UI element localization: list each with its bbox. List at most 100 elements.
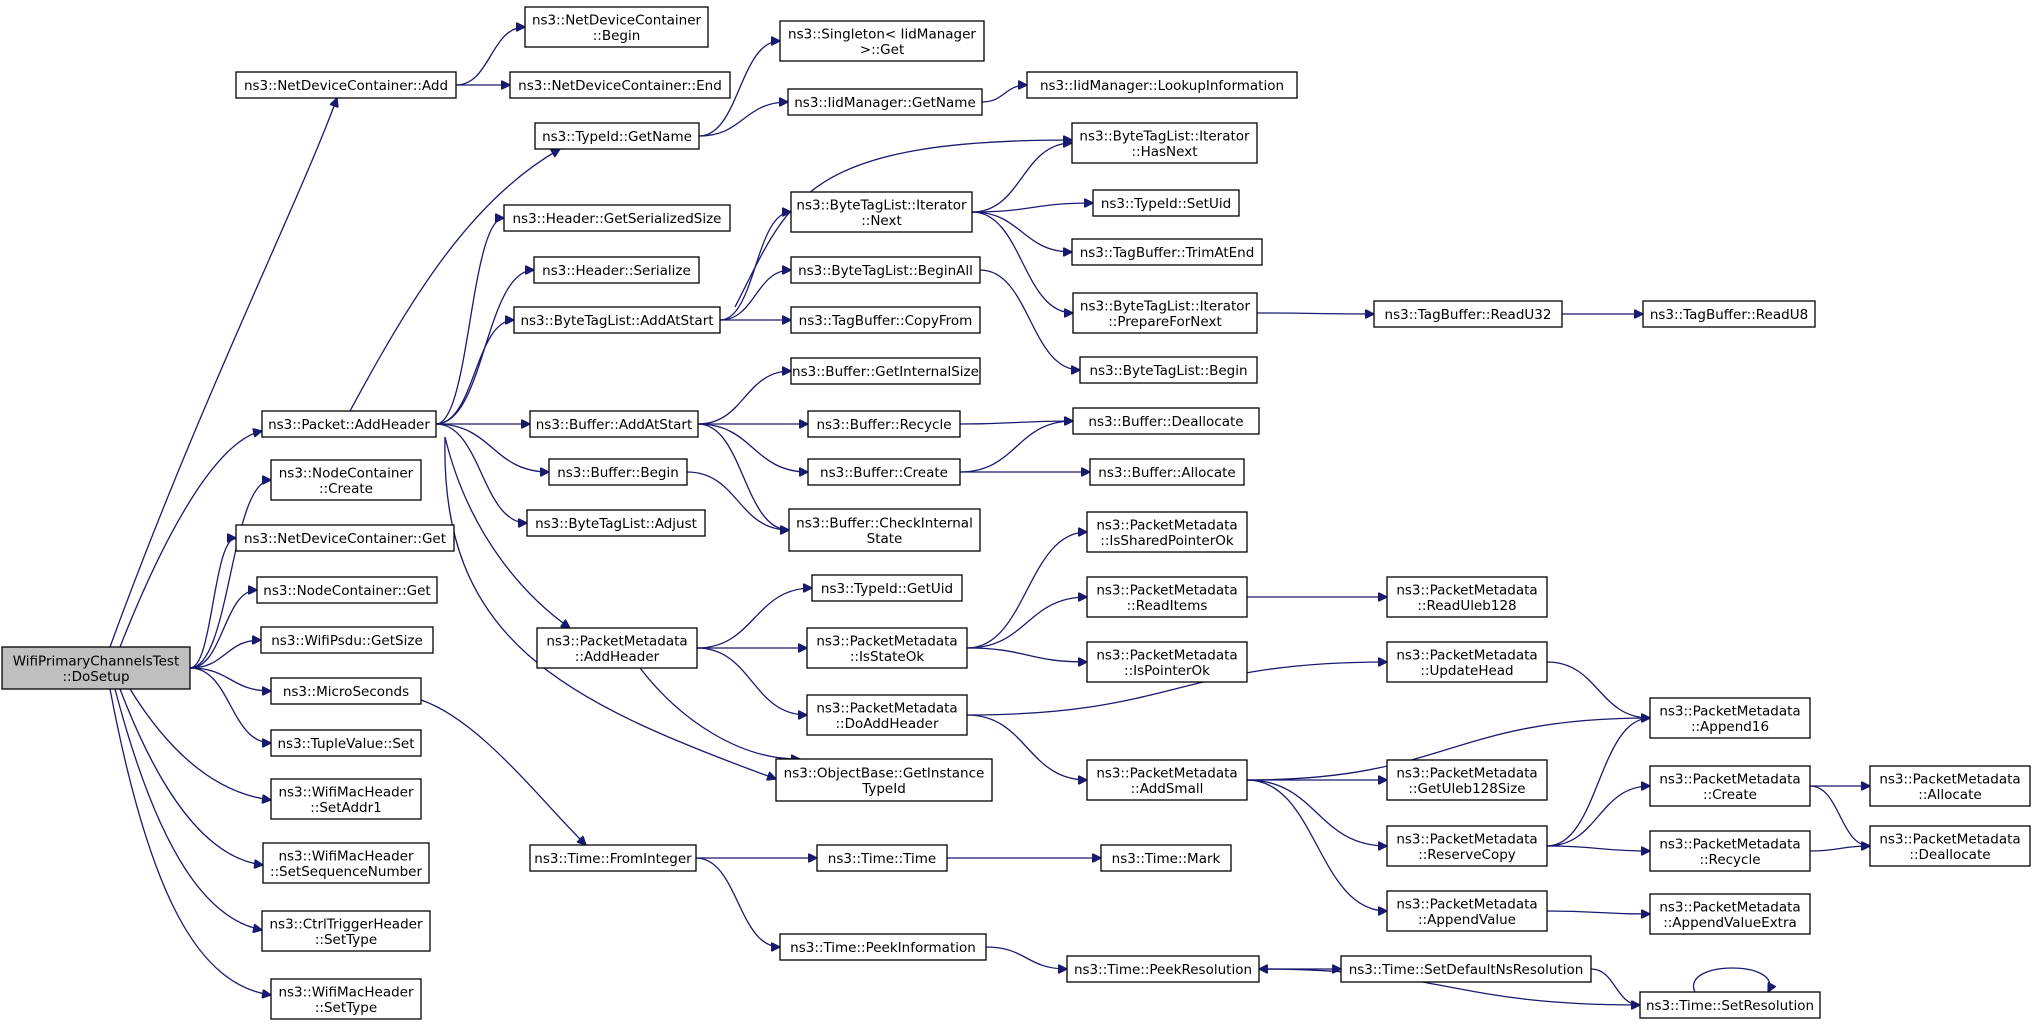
node-btl-beginall[interactable]: ns3::ByteTagList::BeginAll xyxy=(790,256,981,284)
node-box xyxy=(270,729,422,757)
node-pm-readuleb128[interactable]: ns3::PacketMetadata::ReadUleb128 xyxy=(1386,576,1548,618)
node-tagbuf-trimatend[interactable]: ns3::TagBuffer::TrimAtEnd xyxy=(1071,238,1263,266)
node-ctrl-settype[interactable]: ns3::CtrlTriggerHeader::SetType xyxy=(261,910,431,952)
node-label-line: ns3::Packet::AddHeader xyxy=(268,417,430,433)
node-time-setdefaultns[interactable]: ns3::Time::SetDefaultNsResolution xyxy=(1340,955,1592,983)
node-psdu-getsize[interactable]: ns3::WifiPsdu::GetSize xyxy=(260,626,434,654)
node-ndc-get[interactable]: ns3::NetDeviceContainer::Get xyxy=(235,524,455,552)
node-ndc-end[interactable]: ns3::NetDeviceContainer::End xyxy=(509,71,731,99)
node-label-line: ns3::Time::PeekResolution xyxy=(1074,962,1252,978)
node-mac-setaddr1[interactable]: ns3::WifiMacHeader::SetAddr1 xyxy=(270,778,422,820)
node-box xyxy=(262,842,430,884)
node-buf-addatstart[interactable]: ns3::Buffer::AddAtStart xyxy=(529,410,699,438)
node-label-line: ns3::TagBuffer::ReadU8 xyxy=(1650,307,1808,323)
node-btl-adjust[interactable]: ns3::ByteTagList::Adjust xyxy=(526,509,706,537)
edge-btl_next-to-tagbuf_trimatend xyxy=(971,211,1072,252)
node-pm-readitems[interactable]: ns3::PacketMetadata::ReadItems xyxy=(1086,576,1248,618)
node-ndc-add[interactable]: ns3::NetDeviceContainer::Add xyxy=(235,71,457,99)
node-box xyxy=(235,524,455,552)
node-tagbuf-readu32[interactable]: ns3::TagBuffer::ReadU32 xyxy=(1373,300,1563,328)
node-typeid-getuid[interactable]: ns3::TypeId::GetUid xyxy=(811,574,963,602)
node-root[interactable]: WifiPrimaryChannelsTest::DoSetup xyxy=(1,646,191,690)
node-btl-addatstart[interactable]: ns3::ByteTagList::AddAtStart xyxy=(513,306,721,334)
node-box xyxy=(1386,890,1548,932)
node-typeid-setuid[interactable]: ns3::TypeId::SetUid xyxy=(1092,189,1240,217)
node-box xyxy=(1386,825,1548,867)
edge-btl_next-to-btl_hasnext xyxy=(971,143,1072,213)
node-pm-addsmall[interactable]: ns3::PacketMetadata::AddSmall xyxy=(1086,759,1248,801)
node-pm-create[interactable]: ns3::PacketMetadata::Create xyxy=(1649,765,1811,807)
node-hdr-serialize[interactable]: ns3::Header::Serialize xyxy=(533,256,700,284)
node-pm-appendvalue[interactable]: ns3::PacketMetadata::AppendValue xyxy=(1386,890,1548,932)
node-box xyxy=(790,357,981,385)
node-pm-reservecopy[interactable]: ns3::PacketMetadata::ReserveCopy xyxy=(1386,825,1548,867)
node-pkt-addheader[interactable]: ns3::Packet::AddHeader xyxy=(261,410,437,438)
node-singleton-get[interactable]: ns3::Singleton< IidManager>::Get xyxy=(779,20,985,62)
node-pm-issharedptrok[interactable]: ns3::PacketMetadata::IsSharedPointerOk xyxy=(1086,511,1248,553)
node-label-line: ::HasNext xyxy=(1131,144,1197,160)
node-box xyxy=(787,88,983,116)
node-pm-deallocate[interactable]: ns3::PacketMetadata::Deallocate xyxy=(1869,825,2031,867)
node-pm-addheader[interactable]: ns3::PacketMetadata::AddHeader xyxy=(536,627,698,669)
node-btl-next[interactable]: ns3::ByteTagList::Iterator::Next xyxy=(790,191,973,233)
node-typeid-getname[interactable]: ns3::TypeId::GetName xyxy=(534,122,700,150)
node-time-peekinfo[interactable]: ns3::Time::PeekInformation xyxy=(779,933,987,961)
node-pm-isstateok[interactable]: ns3::PacketMetadata::IsStateOk xyxy=(806,627,968,669)
node-btl-begin[interactable]: ns3::ByteTagList::Begin xyxy=(1079,356,1258,384)
node-label-line: ns3::TagBuffer::ReadU32 xyxy=(1385,307,1552,323)
node-buf-allocate[interactable]: ns3::Buffer::Allocate xyxy=(1089,458,1245,486)
node-pm-append16[interactable]: ns3::PacketMetadata::Append16 xyxy=(1649,697,1811,739)
node-label-line: ns3::PacketMetadata xyxy=(1659,899,1800,915)
node-pm-ispointerok[interactable]: ns3::PacketMetadata::IsPointerOk xyxy=(1086,641,1248,683)
edge-pm_addsmall-to-pm_appendvalue xyxy=(1246,779,1387,911)
node-nc-get[interactable]: ns3::NodeContainer::Get xyxy=(256,576,438,604)
edge-btl_next-to-btl_prepare xyxy=(971,211,1073,313)
node-pm-recycle[interactable]: ns3::PacketMetadata::Recycle xyxy=(1649,830,1811,872)
node-nc-create[interactable]: ns3::NodeContainer::Create xyxy=(270,459,422,501)
node-mac-settype[interactable]: ns3::WifiMacHeader::SetType xyxy=(270,978,422,1020)
node-pm-appendvalueextra[interactable]: ns3::PacketMetadata::AppendValueExtra xyxy=(1649,893,1811,935)
node-mac-setseq[interactable]: ns3::WifiMacHeader::SetSequenceNumber xyxy=(262,842,430,884)
node-tuple-set[interactable]: ns3::TupleValue::Set xyxy=(270,729,422,757)
node-buf-create[interactable]: ns3::Buffer::Create xyxy=(807,458,961,486)
node-pm-getuleb128size[interactable]: ns3::PacketMetadata::GetUleb128Size xyxy=(1386,759,1548,801)
node-iid-getname[interactable]: ns3::IidManager::GetName xyxy=(787,88,983,116)
node-time-setres[interactable]: ns3::Time::SetResolution xyxy=(1639,991,1821,1019)
node-buf-recycle[interactable]: ns3::Buffer::Recycle xyxy=(807,410,961,438)
node-box xyxy=(503,204,731,232)
node-time-frominteger[interactable]: ns3::Time::FromInteger xyxy=(529,844,697,872)
node-time-mark[interactable]: ns3::Time::Mark xyxy=(1100,844,1232,872)
node-label-line: ns3::TagBuffer::TrimAtEnd xyxy=(1080,245,1255,261)
node-btl-hasnext[interactable]: ns3::ByteTagList::Iterator::HasNext xyxy=(1071,122,1258,164)
node-time-peekres[interactable]: ns3::Time::PeekResolution xyxy=(1066,955,1260,983)
node-label-line: ::DoSetup xyxy=(62,669,129,685)
edge-time_frominteger-to-time_peekinfo xyxy=(695,857,780,947)
node-iid-lookup[interactable]: ns3::IidManager::LookupInformation xyxy=(1026,71,1298,99)
node-tagbuf-copyfrom[interactable]: ns3::TagBuffer::CopyFrom xyxy=(790,306,981,334)
node-label-line: ns3::Buffer::Allocate xyxy=(1098,465,1235,481)
node-ndc-begin[interactable]: ns3::NetDeviceContainer::Begin xyxy=(524,6,709,48)
edge-pm_recycle-to-pm_deallocate xyxy=(1809,846,1870,852)
edge-pm_isstateok-to-pm_readitems xyxy=(966,597,1087,649)
node-pm-updatehead[interactable]: ns3::PacketMetadata::UpdateHead xyxy=(1386,641,1548,683)
node-label-line: ns3::NetDeviceContainer::End xyxy=(518,78,722,94)
node-microseconds[interactable]: ns3::MicroSeconds xyxy=(270,677,422,705)
node-pm-allocate[interactable]: ns3::PacketMetadata::Allocate xyxy=(1869,765,2031,807)
node-buf-deallocate[interactable]: ns3::Buffer::Deallocate xyxy=(1072,407,1260,435)
node-btl-prepare[interactable]: ns3::ByteTagList::Iterator::PrepareForNe… xyxy=(1072,292,1258,334)
node-label-line: ns3::ByteTagList::AddAtStart xyxy=(520,313,713,329)
edge-root-to-ctrl_settype xyxy=(114,688,262,930)
node-hdr-getsersize[interactable]: ns3::Header::GetSerializedSize xyxy=(503,204,731,232)
node-buf-begin[interactable]: ns3::Buffer::Begin xyxy=(548,458,688,486)
node-box xyxy=(1092,189,1240,217)
node-pm-doaddheader[interactable]: ns3::PacketMetadata::DoAddHeader xyxy=(806,694,968,736)
node-tagbuf-readu8[interactable]: ns3::TagBuffer::ReadU8 xyxy=(1642,300,1816,328)
node-label-line: ::ReserveCopy xyxy=(1418,847,1516,863)
edge-pm_isstateok-to-pm_issharedptrok xyxy=(966,532,1087,649)
node-label-line: ns3::PacketMetadata xyxy=(1396,896,1537,912)
node-buf-getinternalsize[interactable]: ns3::Buffer::GetInternalSize xyxy=(790,357,981,385)
node-time-time[interactable]: ns3::Time::Time xyxy=(816,844,948,872)
